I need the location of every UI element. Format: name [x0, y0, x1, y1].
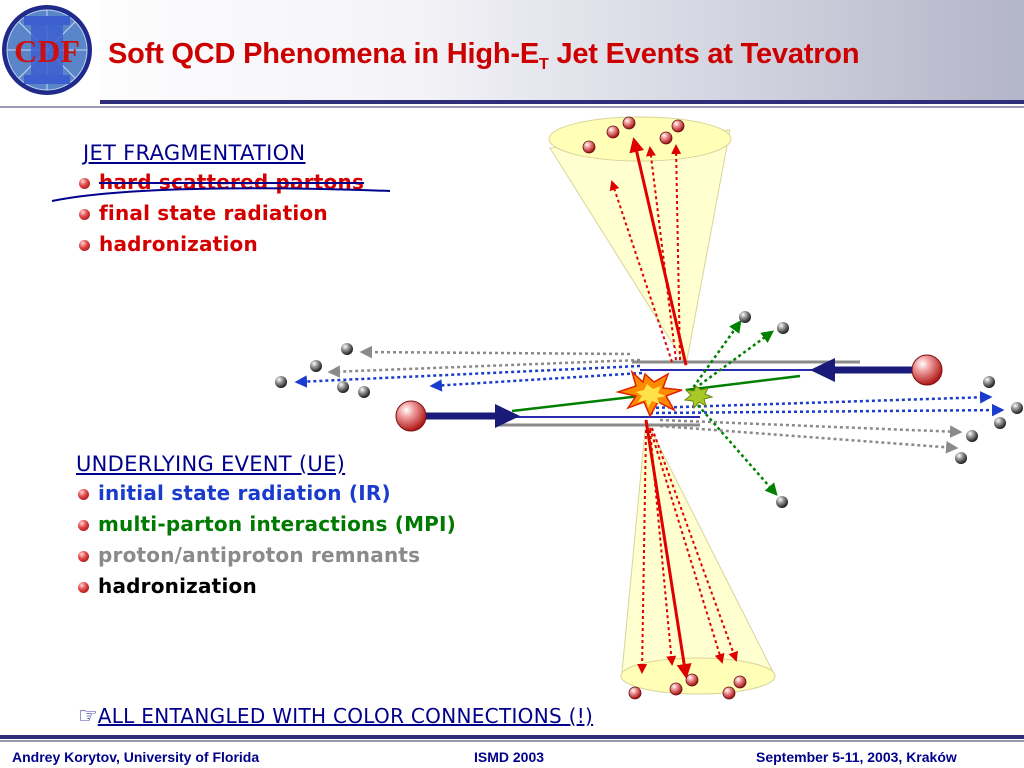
- list-item: final state radiation: [77, 198, 364, 229]
- list-item: hadronization: [77, 229, 364, 260]
- antiproton-beam: [810, 354, 943, 386]
- jet-fragmentation-heading: JET FRAGMENTATION: [83, 141, 306, 165]
- conclusion-line: ☞ALL ENTANGLED WITH COLOR CONNECTIONS (!…: [78, 704, 593, 729]
- list-item-label: initial state radiation (IR): [98, 481, 391, 505]
- jet-fragmentation-list: hard scattered partons final state radia…: [77, 167, 364, 260]
- lower-jet-hadrons: [628, 673, 747, 700]
- upper-jet-hadrons: [582, 116, 685, 154]
- bullet-icon: [79, 178, 90, 189]
- list-item: initial state radiation (IR): [76, 478, 456, 509]
- collision-star-icon: [615, 369, 683, 418]
- right-remnant-tracks: [649, 391, 1005, 454]
- mpi-hadron-tracks: [688, 319, 778, 496]
- strike-swoosh: [51, 187, 391, 202]
- title-main: Soft QCD Phenomena in High-E: [108, 38, 540, 70]
- title-subscript: T: [539, 56, 549, 73]
- left-remnant-tracks: [294, 345, 643, 392]
- footer-conference: ISMD 2003: [474, 749, 545, 765]
- header-bar: CDF Soft QCD Phenomena in High-ET Jet Ev…: [0, 0, 1024, 102]
- bullet-icon: [78, 551, 89, 562]
- mpi-collision-icon: [683, 385, 714, 410]
- bullet-icon: [78, 582, 89, 593]
- lower-jet-tracks: [637, 419, 738, 679]
- footer-divider-thin: [0, 740, 1024, 742]
- bullet-icon: [78, 520, 89, 531]
- cdf-logo-icon: CDF: [2, 5, 92, 95]
- list-item-label: hadronization: [98, 574, 257, 598]
- underlying-event-heading: UNDERLYING EVENT (UE): [76, 452, 346, 476]
- header-divider-thin: [0, 106, 1024, 108]
- list-item-label: multi-parton interactions (MPI): [98, 512, 457, 536]
- logo-text: CDF: [14, 33, 80, 69]
- cdf-logo: CDF: [0, 0, 100, 102]
- jet-fragmentation-section: JET FRAGMENTATION hard scattered partons…: [79, 141, 364, 260]
- underlying-event-section: UNDERLYING EVENT (UE) initial state radi…: [76, 452, 456, 602]
- footer-author: Andrey Korytov, University of Florida: [12, 749, 260, 765]
- list-item: hadronization: [76, 571, 456, 602]
- list-item: proton/antiproton remnants: [76, 540, 456, 571]
- pointing-hand-icon: ☞: [78, 704, 98, 729]
- ue-hadrons: [275, 311, 1023, 508]
- proton-beam: [395, 400, 520, 432]
- page-title: Soft QCD Phenomena in High-ET Jet Events…: [108, 38, 860, 74]
- underlying-event-list: initial state radiation (IR) multi-parto…: [76, 478, 456, 602]
- upper-jet-tracks: [609, 137, 688, 366]
- bullet-icon: [78, 489, 89, 500]
- list-item-label: final state radiation: [99, 201, 328, 225]
- footer-divider: [0, 735, 1024, 739]
- upper-jet-cone: [548, 116, 732, 367]
- list-item: multi-parton interactions (MPI): [76, 509, 456, 540]
- bullet-icon: [79, 240, 90, 251]
- mpi-partons: [511, 374, 801, 413]
- list-item-label: proton/antiproton remnants: [98, 543, 421, 567]
- header-divider: [100, 100, 1024, 104]
- conclusion-text: ALL ENTANGLED WITH COLOR CONNECTIONS (!): [97, 704, 594, 728]
- title-rest: Jet Events at Tevatron: [548, 38, 860, 70]
- footer-date: September 5-11, 2003, Kraków: [756, 749, 957, 765]
- bullet-icon: [79, 209, 90, 220]
- list-item-label: hadronization: [99, 232, 258, 256]
